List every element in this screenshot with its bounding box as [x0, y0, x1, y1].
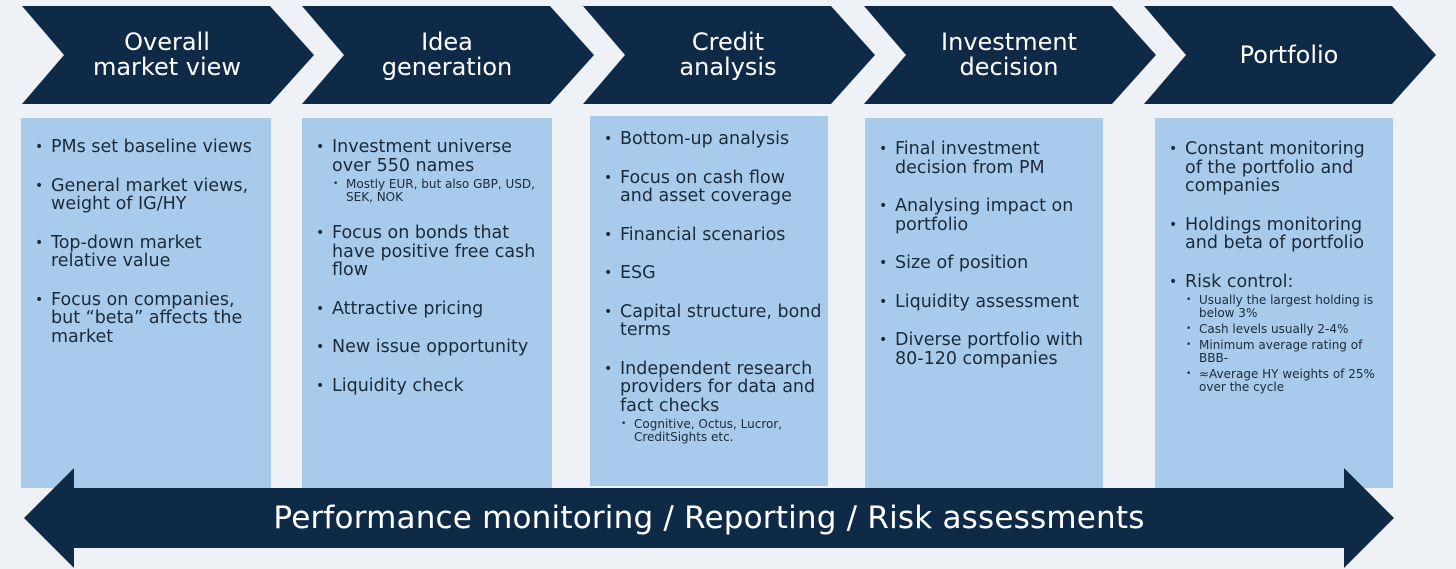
chevron-portfolio: Portfolio [1144, 6, 1436, 104]
list-item: Size of position [879, 254, 1097, 273]
list-item: Constant monitoring of the portfolio and… [1169, 140, 1387, 196]
item-text: Holdings monitoring and beta of portfoli… [1185, 214, 1365, 253]
list-item: Capital structure, bond terms [604, 301, 822, 340]
list-item: Final investment decision from PM [879, 140, 1097, 177]
item-text: Risk control: [1185, 271, 1294, 292]
item-text: Constant monitoring of the portfolio and… [1185, 139, 1365, 196]
item-text: ESG [620, 263, 656, 283]
box-idea-generation: Investment universe over 550 names Mostl… [302, 118, 552, 488]
stage-title: Overall market view [92, 28, 242, 81]
sub-item: ≈Average HY weights of 25% over the cycl… [1185, 368, 1387, 394]
banner-text: Performance monitoring / Reporting / Ris… [273, 500, 1145, 536]
list-item: Investment universe over 550 names Mostl… [316, 138, 546, 204]
list-item: Diverse portfolio with 80-120 companies [879, 331, 1097, 368]
list-item: Analysing impact on portfolio [879, 197, 1097, 234]
item-text: Bottom-up analysis [620, 129, 790, 149]
item-text: Size of position [895, 253, 1029, 273]
item-text: General market views, weight of IG/HY [51, 175, 249, 214]
sub-item: Mostly EUR, but also GBP, USD, SEK, NOK [332, 178, 546, 204]
stage-title: Investment decision [941, 28, 1077, 81]
item-text: New issue opportunity [332, 337, 529, 357]
chevron-credit-analysis: Credit analysis [583, 6, 875, 104]
item-text: Focus on bonds that have positive free c… [332, 223, 536, 280]
list-item: Attractive pricing [316, 298, 546, 319]
list-item: Financial scenarios [604, 224, 822, 245]
sub-item: Cash levels usually 2-4% [1185, 323, 1387, 337]
item-text: Liquidity check [332, 375, 464, 396]
list-item: General market views, weight of IG/HY [35, 175, 265, 214]
chevron-idea-generation: Idea generation [302, 6, 594, 104]
item-text: Final investment decision from PM [895, 139, 1045, 178]
list-item: ESG [604, 264, 822, 283]
item-text: Financial scenarios [620, 224, 786, 245]
box-credit-analysis: Bottom-up analysis Focus on cash flow an… [590, 116, 828, 486]
item-text: Focus on companies, but “beta” affects t… [51, 289, 243, 347]
item-text: Independent research providers for data … [620, 358, 816, 416]
item-text: Top-down market relative value [51, 232, 202, 271]
box-overall-market-view: PMs set baseline views General market vi… [21, 118, 271, 488]
sub-item: Usually the largest holding is below 3% [1185, 294, 1387, 320]
item-text: Attractive pricing [332, 298, 484, 319]
item-text: Focus on cash flow and asset coverage [620, 167, 792, 206]
list-item: Independent research providers for data … [604, 358, 822, 445]
stage-title: Credit analysis [679, 28, 777, 81]
box-investment-decision: Final investment decision from PM Analys… [865, 118, 1103, 488]
list-item: PMs set baseline views [35, 138, 265, 157]
list-item: Risk control: Usually the largest holdin… [1169, 271, 1387, 395]
list-item: Liquidity check [316, 375, 546, 396]
chevron-investment-decision: Investment decision [864, 6, 1156, 104]
stage-title: Idea generation [381, 28, 513, 81]
item-text: PMs set baseline views [51, 137, 252, 157]
item-text: Capital structure, bond terms [620, 301, 822, 340]
list-item: Holdings monitoring and beta of portfoli… [1169, 214, 1387, 253]
item-text: Liquidity assessment [895, 291, 1080, 312]
list-item: Focus on bonds that have positive free c… [316, 224, 546, 280]
list-item: New issue opportunity [316, 338, 546, 357]
list-item: Top-down market relative value [35, 232, 265, 271]
list-item: Focus on companies, but “beta” affects t… [35, 289, 265, 347]
list-item: Liquidity assessment [879, 291, 1097, 312]
item-text: Analysing impact on portfolio [895, 196, 1074, 235]
item-text: Diverse portfolio with 80-120 companies [895, 330, 1083, 369]
stage-title: Portfolio [1239, 40, 1339, 69]
item-text: Investment universe over 550 names [332, 137, 512, 176]
sub-item: Cognitive, Octus, Lucror, CreditSights e… [620, 418, 822, 444]
chevron-overall-market-view: Overall market view [22, 6, 314, 104]
box-portfolio: Constant monitoring of the portfolio and… [1155, 118, 1393, 488]
sub-item: Minimum average rating of BBB- [1185, 339, 1387, 365]
list-item: Bottom-up analysis [604, 130, 822, 149]
list-item: Focus on cash flow and asset coverage [604, 167, 822, 206]
